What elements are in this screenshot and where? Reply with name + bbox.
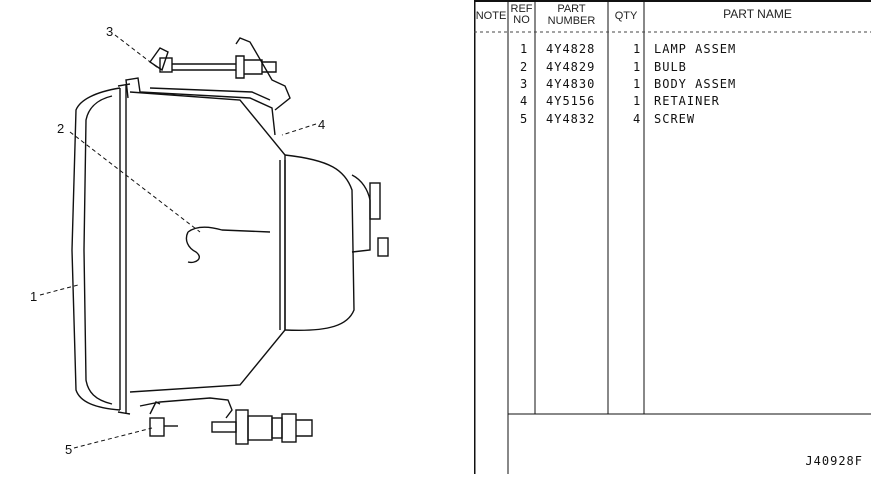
header-part-bottom: NUMBER — [547, 15, 596, 27]
header-part-top: PART — [557, 3, 586, 15]
row-3-qty: 1 — [633, 77, 642, 91]
header-note: NOTE — [475, 10, 507, 22]
row-4-part: 4Y5156 — [546, 94, 596, 108]
row-3-part: 4Y4830 — [546, 77, 596, 91]
row-5-name: SCREW — [654, 112, 696, 126]
exploded-diagram: 1 2 3 4 5 — [30, 24, 389, 457]
row-5-part: 4Y4832 — [546, 112, 596, 126]
row-5-qty: 4 — [633, 112, 642, 126]
callout-4: 4 — [318, 117, 326, 132]
row-4-ref: 4 — [520, 94, 529, 108]
callout-1: 1 — [30, 289, 38, 304]
parts-table: NOTE REF NO PART NUMBER QTY PART NAME 1 … — [474, 0, 871, 474]
row-2-qty: 1 — [633, 60, 642, 74]
row-3-name: BODY ASSEM — [654, 77, 737, 91]
callout-5: 5 — [65, 442, 73, 457]
callout-2: 2 — [57, 121, 65, 136]
header-ref-top: REF — [510, 3, 533, 15]
row-3-ref: 3 — [520, 77, 529, 91]
row-1-qty: 1 — [633, 42, 642, 56]
callout-3: 3 — [106, 24, 114, 39]
header-part-name: PART NAME — [723, 7, 792, 21]
row-1-name: LAMP ASSEM — [654, 42, 737, 56]
row-5-ref: 5 — [520, 112, 529, 126]
row-1-ref: 1 — [520, 42, 529, 56]
header-ref-bottom: NO — [513, 14, 530, 26]
row-1-part: 4Y4828 — [546, 42, 596, 56]
row-4-name: RETAINER — [654, 94, 720, 108]
headlamp-drawing — [39, 34, 389, 449]
row-2-ref: 2 — [520, 60, 529, 74]
drawing-code: J40928F — [805, 454, 863, 468]
header-qty: QTY — [614, 10, 638, 22]
row-4-qty: 1 — [633, 94, 642, 108]
row-2-name: BULB — [654, 60, 687, 74]
row-2-part: 4Y4829 — [546, 60, 596, 74]
parts-table-grid — [474, 0, 871, 474]
